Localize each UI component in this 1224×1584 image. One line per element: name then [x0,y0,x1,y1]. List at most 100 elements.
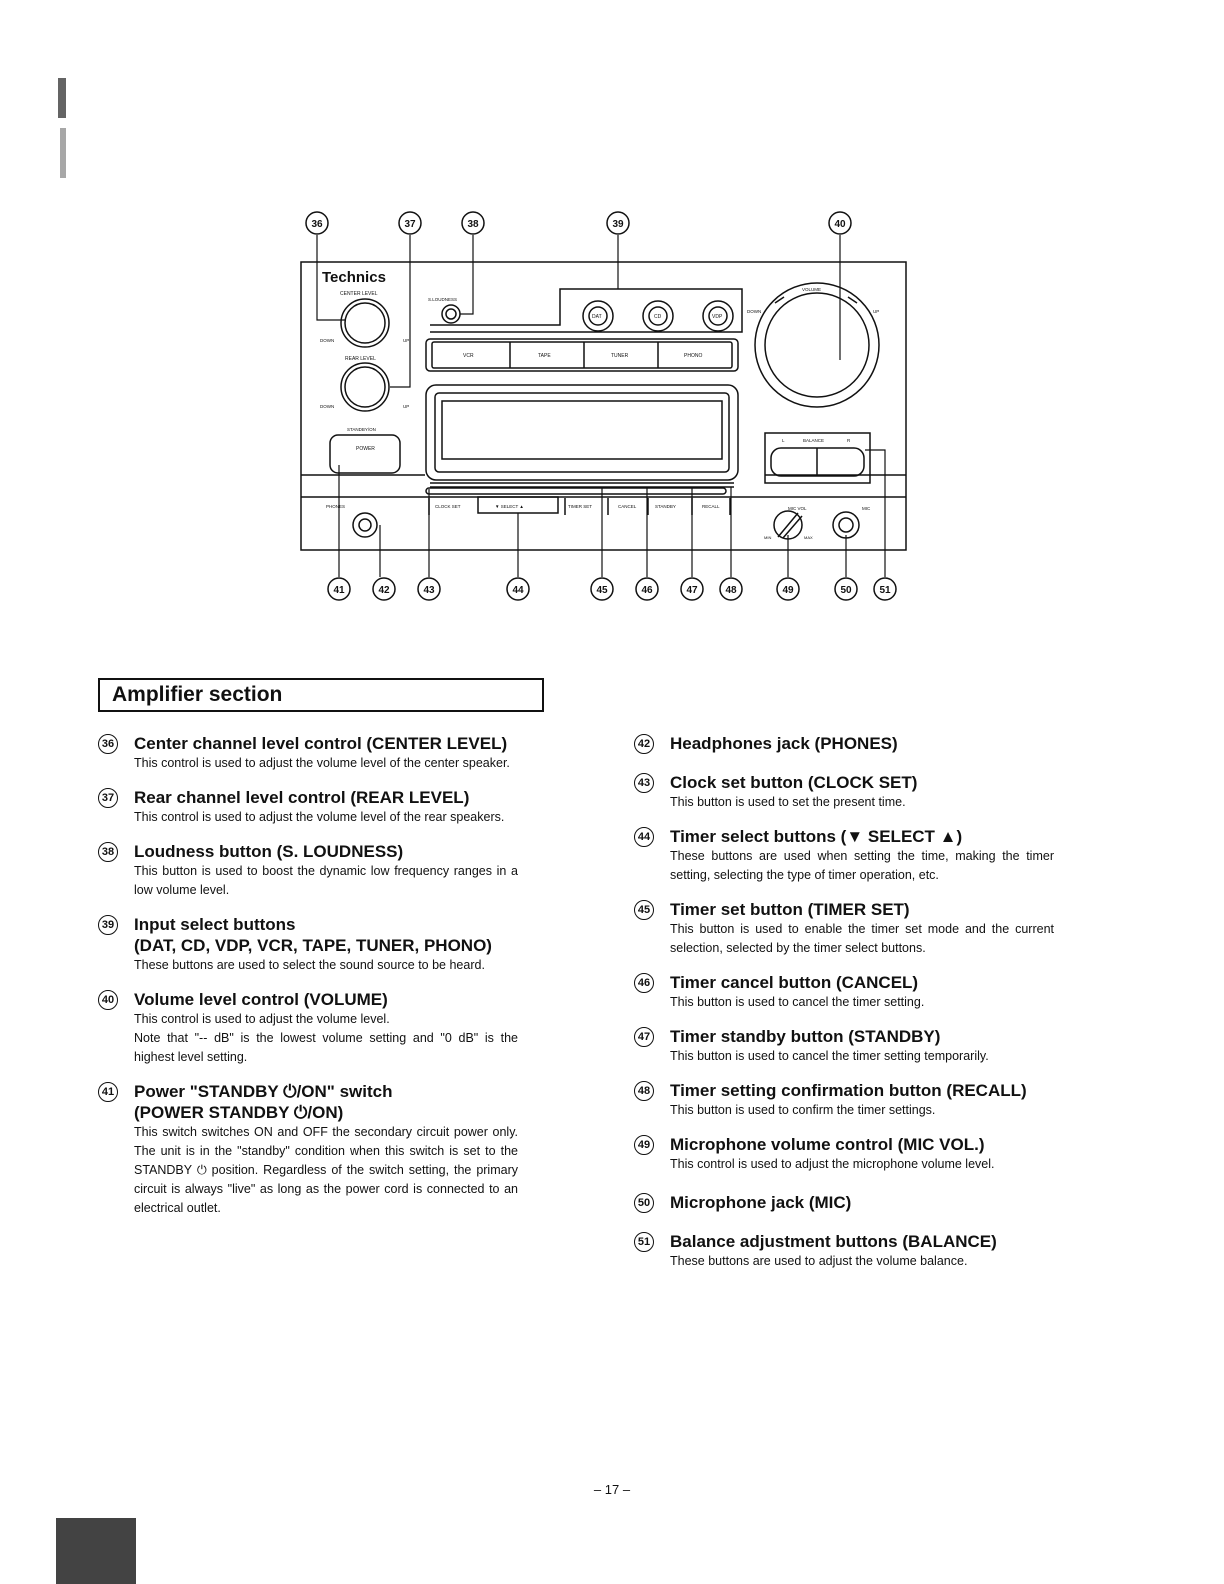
input-button-vcr[interactable]: VCR [463,353,474,359]
item-number: 36 [98,734,118,754]
item-number: 41 [98,1082,118,1102]
item-description: This button is used to confirm the timer… [670,1103,936,1117]
callout-45 [590,577,614,601]
item-number: 49 [634,1135,654,1155]
svg-text:47: 47 [686,585,698,596]
svg-text:50: 50 [840,585,852,596]
input-button-tape[interactable]: TAPE [538,353,551,359]
input-button-phono[interactable]: PHONO [684,353,702,359]
svg-text:46: 46 [641,585,653,596]
input-button-bar[interactable] [431,341,733,369]
label-mic-vol: MIC VOL [788,506,807,511]
item-number: 40 [98,990,118,1010]
item-number: 48 [634,1081,654,1101]
power-button[interactable] [329,434,401,474]
list-item: 40 Volume level control (VOLUME) This co… [98,989,518,1067]
svg-text:37: 37 [404,219,416,230]
list-item: 41 Power "STANDBY ⏻/ON" switch (POWER ST… [98,1081,518,1218]
callout-46 [635,577,659,601]
rear-level-knob[interactable] [340,362,390,412]
list-item: 42 Headphones jack (PHONES) [634,733,1054,754]
label-rear-level: REAR LEVEL [345,356,376,362]
item-description: This button is used to cancel the timer … [670,1049,989,1063]
item-number: 43 [634,773,654,793]
callout-36 [305,211,329,235]
item-title: Timer setting confirmation button (RECAL… [670,1081,1027,1100]
recall-button[interactable]: RECALL [702,504,720,509]
item-number: 37 [98,788,118,808]
input-button-dat[interactable] [582,300,614,332]
item-title: Microphone volume control (MIC VOL.) [670,1135,985,1154]
item-description: This button is used to enable the timer … [670,922,1054,955]
callout-47 [680,577,704,601]
brand-logo: Technics [322,269,386,286]
input-button-tuner[interactable]: TUNER [611,353,629,359]
loudness-button[interactable] [441,304,461,324]
volume-knob[interactable] [754,282,880,408]
svg-text:40: 40 [834,219,846,230]
callout-49 [776,577,800,601]
clock-set-button[interactable]: CLOCK SET [435,504,461,509]
front-panel-diagram: Technics CENTER LEVEL DOWN UP REAR LEVEL… [290,205,920,615]
item-title-line2: (DAT, CD, VDP, VCR, TAPE, TUNER, PHONO) [134,936,492,955]
center-level-knob[interactable] [340,298,390,348]
svg-text:BALANCE: BALANCE [803,438,824,443]
item-number: 45 [634,900,654,920]
label-center-level: CENTER LEVEL [340,291,378,297]
svg-text:42: 42 [378,585,390,596]
item-title: Timer cancel button (CANCEL) [670,973,919,992]
item-title: Center channel level control (CENTER LEV… [134,734,508,753]
svg-text:43: 43 [423,585,435,596]
svg-text:51: 51 [879,585,891,596]
callout-39 [606,211,630,235]
callout-44 [506,577,530,601]
display-window [425,384,739,481]
timer-select-label[interactable]: ▼ SELECT ▲ [495,504,524,509]
callout-41 [327,577,351,601]
label-volume: VOLUME [802,287,821,292]
svg-text:45: 45 [596,585,608,596]
list-item: 50 Microphone jack (MIC) [634,1192,1054,1213]
page-number: – 17 – [593,1482,631,1497]
callout-43 [417,577,441,601]
item-title: Input select buttons [134,915,296,934]
item-description: This button is used to cancel the timer … [670,995,925,1009]
section-title: Amplifier section [112,683,283,706]
label-loudness: S.LOUDNESS [428,297,457,302]
item-title: Timer set button (TIMER SET) [670,900,910,919]
timer-set-button[interactable]: TIMER SET [568,504,592,509]
svg-text:38: 38 [467,219,479,230]
right-column: 42 Headphones jack (PHONES) 43 Clock set… [634,733,1054,1271]
svg-text:44: 44 [512,585,524,596]
svg-text:UP: UP [873,309,879,314]
svg-text:41: 41 [333,585,345,596]
item-description: These buttons are used when setting the … [670,849,1054,882]
input-button-cd[interactable] [642,300,674,332]
callout-37 [398,211,422,235]
svg-text:39: 39 [612,219,624,230]
standby-button[interactable]: STANDBY [655,504,676,509]
svg-text:DOWN: DOWN [320,404,334,409]
item-description: This control is used to adjust the volum… [134,810,505,824]
svg-text:R: R [847,438,851,443]
item-title: Clock set button (CLOCK SET) [670,773,918,792]
list-item: 39 Input select buttons (DAT, CD, VDP, V… [98,914,518,975]
list-item: 46 Timer cancel button (CANCEL) This but… [634,972,1054,1012]
phones-jack[interactable] [352,512,378,538]
item-description-note: Note that "-- dB" is the lowest volume s… [134,1031,518,1064]
svg-text:POWER: POWER [356,446,375,452]
item-description: These buttons are used to adjust the vol… [670,1254,968,1268]
cancel-button[interactable]: CANCEL [618,504,637,509]
svg-text:UP: UP [403,404,409,409]
item-description: This control is used to adjust the micro… [670,1157,995,1171]
svg-text:DOWN: DOWN [747,309,761,314]
mic-jack[interactable] [832,511,860,539]
item-title: Power "STANDBY ⏻/ON" switch [134,1082,393,1101]
input-button-vdp[interactable] [702,300,734,332]
label-mic: MIC [862,506,871,511]
svg-text:UP: UP [403,338,409,343]
panel-body [300,261,907,551]
item-description: This button is used to set the present t… [670,795,906,809]
item-title: Headphones jack (PHONES) [670,734,898,753]
callout-51 [873,577,897,601]
